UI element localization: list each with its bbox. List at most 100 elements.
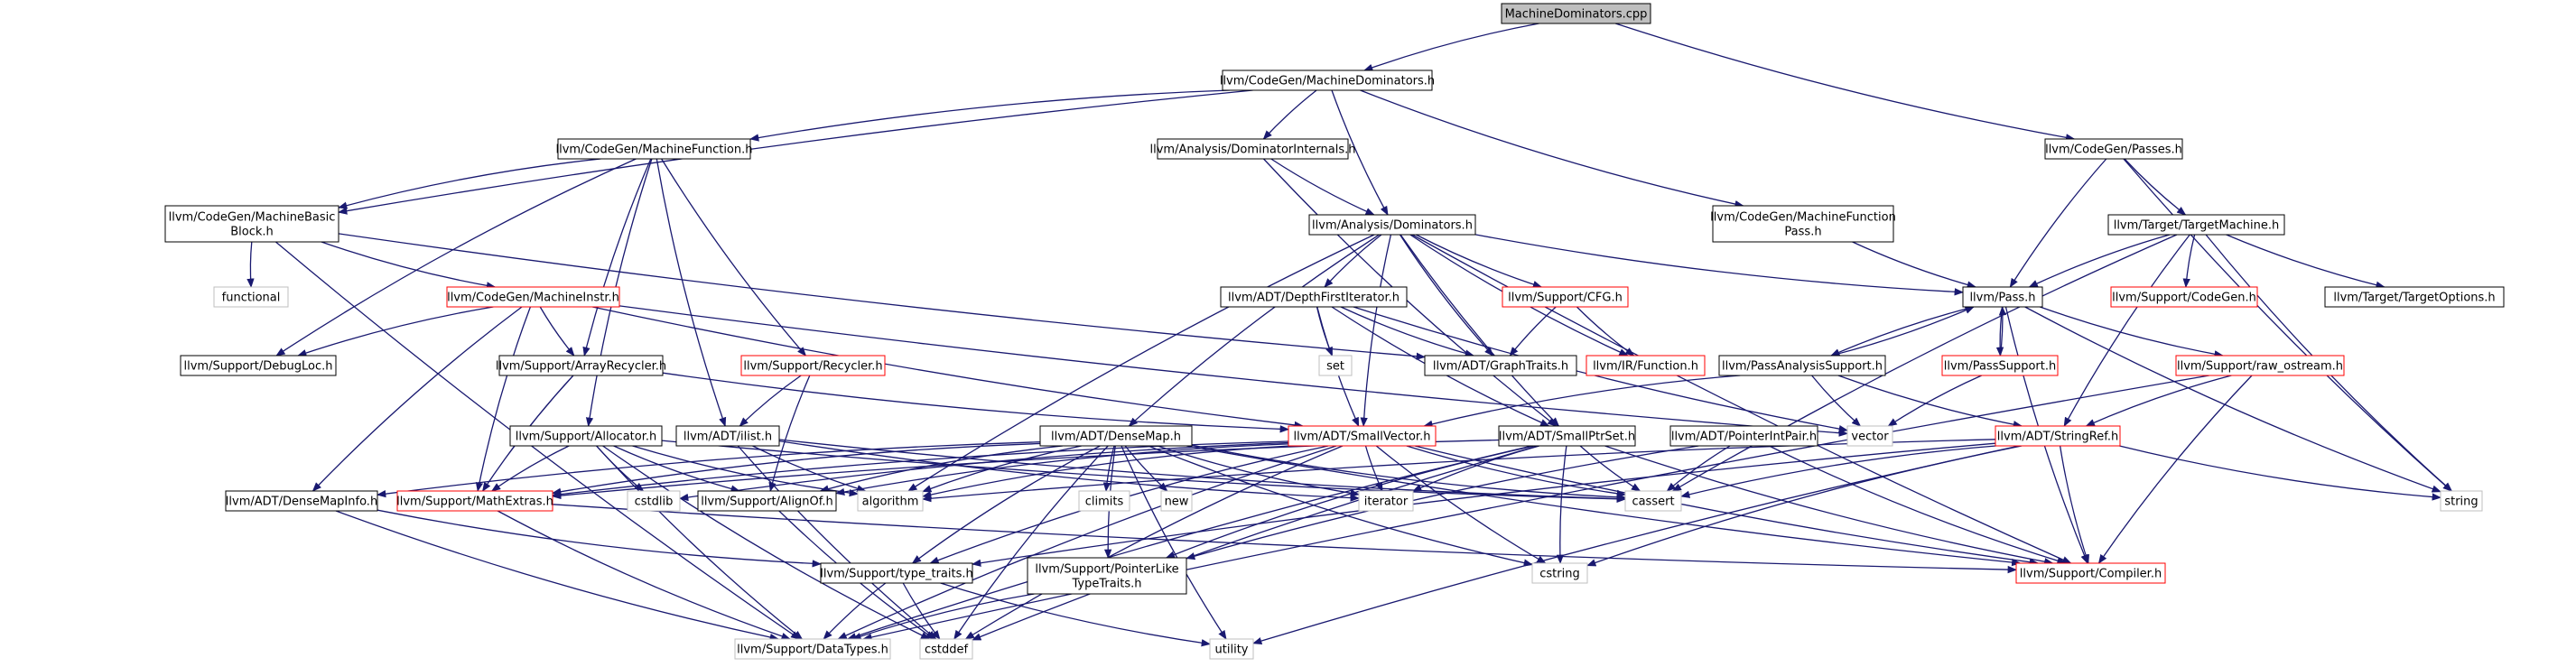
edge-Passes-to-Pass	[2009, 158, 2107, 288]
node-label: llvm/Analysis/DominatorInternals.h	[1150, 144, 1356, 157]
edge-SV-to-AO	[834, 443, 1289, 496]
edge-Passes-to-TM	[2124, 158, 2187, 216]
edge-SV-to-Comp	[1414, 445, 2040, 566]
node-label: llvm/CodeGen/MachineFunction.h	[555, 144, 752, 157]
edge-Dom-to-GT	[1399, 234, 1494, 357]
edge-MFP-to-Pass	[1852, 241, 1977, 289]
node-box	[2440, 490, 2483, 512]
node-box	[1078, 490, 1130, 512]
node-PIP[interactable]: llvm/ADT/PointerIntPair.h	[1669, 425, 1818, 447]
edge-root-to-MDh	[1363, 23, 1539, 71]
edge-DM-to-utility	[1121, 445, 1227, 640]
node-PAS[interactable]: llvm/PassAnalysisSupport.h	[1718, 355, 1886, 376]
edge-SPS-to-Comp	[1604, 445, 2054, 566]
node-label: llvm/Support/ArrayRecycler.h	[496, 360, 666, 374]
node-box	[213, 286, 289, 308]
node-label: llvm/Pass.h	[1969, 292, 2035, 305]
node-DM[interactable]: llvm/ADT/DenseMap.h	[1039, 425, 1193, 447]
node-Func[interactable]: llvm/IR/Function.h	[1586, 355, 1706, 376]
edge-Alloc-to-AO	[613, 445, 740, 493]
node-label: llvm/ADT/SmallPtrSet.h	[1499, 431, 1635, 444]
edge-SV-to-iterator	[1364, 445, 1383, 492]
node-SPS[interactable]: llvm/ADT/SmallPtrSet.h	[1498, 425, 1636, 447]
node-CFG[interactable]: llvm/Support/CFG.h	[1502, 286, 1629, 308]
edge-DM-to-new	[1124, 445, 1168, 492]
node-label: cstddef	[925, 644, 969, 657]
node-Rec[interactable]: llvm/Support/Recycler.h	[740, 355, 886, 376]
node-box	[498, 355, 664, 376]
node-cstring: cstring	[1531, 562, 1588, 584]
node-SCG[interactable]: llvm/Support/CodeGen.h	[2110, 286, 2258, 308]
edge-PIP-to-Comp	[1769, 445, 2067, 565]
node-box	[1027, 557, 1187, 595]
node-ilist[interactable]: llvm/ADT/ilist.h	[675, 425, 780, 447]
node-label: llvm/Support/Recycler.h	[743, 360, 882, 374]
node-label: llvm/IR/Function.h	[1593, 360, 1698, 374]
edge-PAS-to-SV	[1423, 375, 1741, 428]
node-new: new	[1160, 490, 1193, 512]
node-box	[1498, 425, 1636, 447]
node-DI[interactable]: llvm/Analysis/DominatorInternals.h	[1150, 138, 1356, 160]
node-PS[interactable]: llvm/PassSupport.h	[1941, 355, 2059, 376]
node-box	[1318, 355, 1353, 376]
node-DL[interactable]: llvm/Support/DebugLoc.h	[180, 355, 337, 376]
node-label: set	[1326, 360, 1344, 374]
node-ME[interactable]: llvm/Support/MathExtras.h	[396, 490, 553, 512]
node-box	[1358, 490, 1414, 512]
edge-DM-to-algorithm	[922, 445, 1082, 493]
node-box	[2110, 286, 2258, 308]
edge-SPS-to-cstddef	[972, 445, 1539, 641]
node-RO[interactable]: llvm/Support/raw_ostream.h	[2175, 355, 2345, 376]
node-box	[820, 562, 973, 584]
node-GT[interactable]: llvm/ADT/GraphTraits.h	[1424, 355, 1577, 376]
node-root[interactable]: MachineDominators.cpp	[1501, 3, 1651, 24]
node-label: MachineDominators.cpp	[1505, 8, 1648, 22]
edge-Pass-to-string	[2024, 306, 2441, 493]
edge-DM-to-climits	[1102, 445, 1115, 493]
edge-Rec-to-ilist	[739, 375, 802, 427]
node-box	[1502, 286, 1629, 308]
node-Alloc[interactable]: llvm/Support/Allocator.h	[509, 425, 663, 447]
node-AO[interactable]: llvm/Support/AlignOf.h	[697, 490, 837, 512]
edge-ME-to-DT	[497, 510, 791, 640]
node-Pass[interactable]: llvm/Pass.h	[1962, 286, 2043, 308]
node-label: cstring	[1539, 568, 1579, 581]
node-MDh[interactable]: llvm/CodeGen/MachineDominators.h	[1220, 69, 1435, 91]
node-TO[interactable]: llvm/Target/TargetOptions.h	[2324, 286, 2505, 308]
node-Passes[interactable]: llvm/CodeGen/Passes.h	[2044, 138, 2183, 160]
node-box	[2015, 562, 2166, 584]
edge-root-to-Passes	[1614, 23, 2076, 142]
node-DMI[interactable]: llvm/ADT/DenseMapInfo.h	[225, 490, 378, 512]
edge-SPS-to-DT	[846, 445, 1532, 640]
node-TM[interactable]: llvm/Target/TargetMachine.h	[2107, 214, 2285, 236]
node-box	[1718, 355, 1886, 376]
node-Dom[interactable]: llvm/Analysis/Dominators.h	[1308, 214, 1476, 236]
node-box	[1669, 425, 1818, 447]
edge-ME-to-Comp	[552, 504, 2018, 574]
node-MI[interactable]: llvm/CodeGen/MachineInstr.h	[446, 286, 620, 308]
node-label: llvm/PassAnalysisSupport.h	[1722, 360, 1883, 374]
edge-RO-to-DT	[862, 375, 2209, 642]
node-Comp[interactable]: llvm/Support/Compiler.h	[2015, 562, 2166, 584]
edge-PLTT-to-DT	[851, 593, 1035, 640]
node-label: iterator	[1364, 496, 1409, 509]
edge-TM-to-TO	[2226, 234, 2385, 289]
edge-DM-to-cstddef	[953, 445, 1109, 640]
node-box	[509, 425, 663, 447]
node-SV[interactable]: llvm/ADT/SmallVector.h	[1288, 425, 1437, 447]
node-TT[interactable]: llvm/Support/type_traits.h	[820, 562, 973, 584]
edge-ilist-to-iterator	[778, 440, 1361, 502]
edge-MBB-to-functional	[246, 241, 255, 289]
edge-SR-to-algorithm	[921, 439, 1996, 503]
node-AR[interactable]: llvm/Support/ArrayRecycler.h	[496, 355, 666, 376]
node-SR[interactable]: llvm/ADT/StringRef.h	[1995, 425, 2121, 447]
node-DFI[interactable]: llvm/ADT/DepthFirstIterator.h	[1220, 286, 1408, 308]
node-MF[interactable]: llvm/CodeGen/MachineFunction.h	[555, 138, 753, 160]
node-label: cassert	[1632, 496, 1674, 509]
node-box	[557, 138, 751, 160]
edge-Dom-to-DM	[1128, 234, 1380, 427]
